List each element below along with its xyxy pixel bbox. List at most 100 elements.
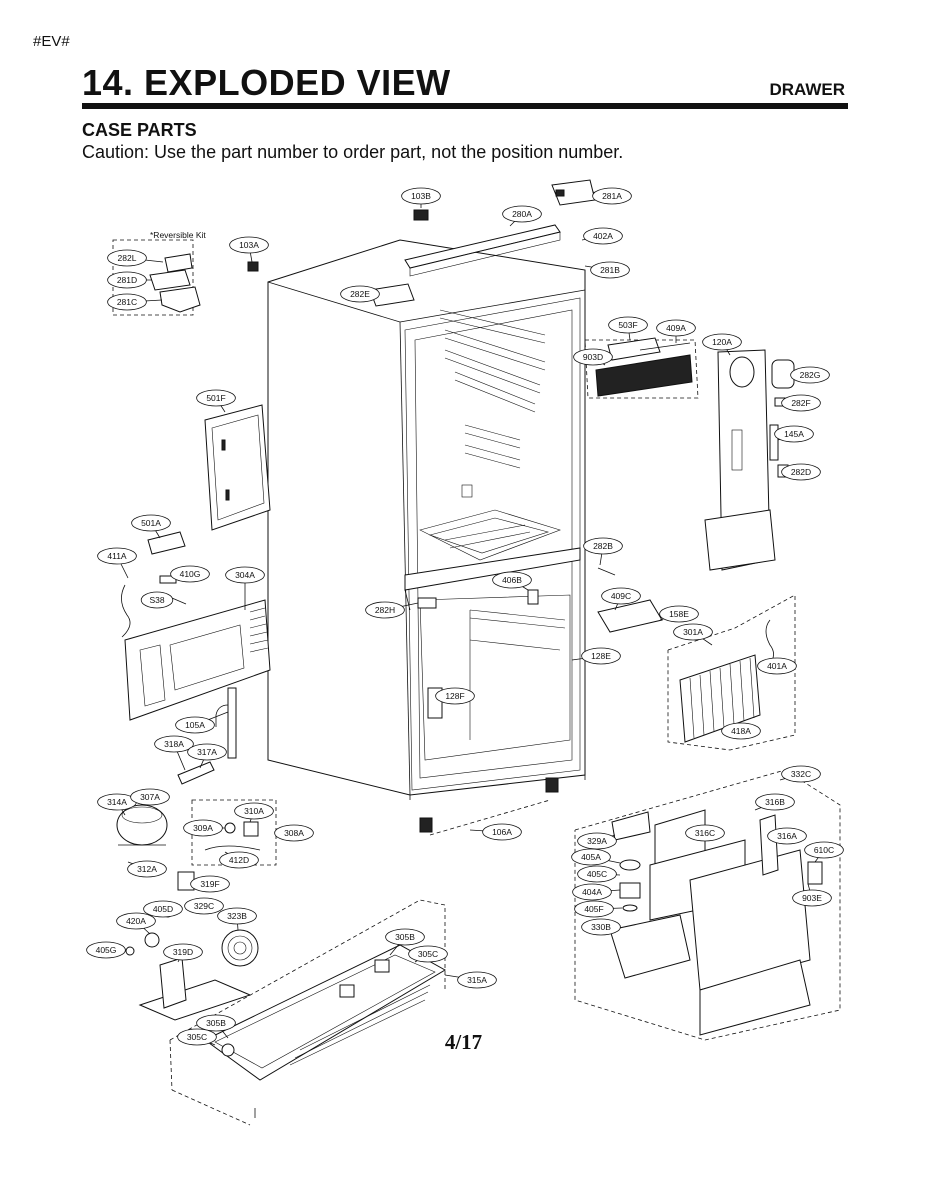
part-number-label: 319D	[173, 947, 193, 957]
part-number-label: 503F	[618, 320, 637, 330]
part-number-label: 301A	[683, 627, 703, 637]
part-bubble	[804, 841, 844, 859]
part-bubble	[571, 848, 611, 866]
part-number-label: 317A	[197, 747, 217, 757]
part-number-label: 405C	[587, 869, 607, 879]
part-309a-drawing	[224, 822, 236, 834]
part-number-label: 105A	[185, 720, 205, 730]
part-bubble	[673, 623, 713, 641]
part-number-label: 309A	[193, 823, 213, 833]
part-bubble	[107, 293, 147, 311]
part-number-label: 420A	[126, 916, 146, 926]
part-number-label: 411A	[107, 551, 127, 561]
base-plate-outline	[169, 899, 446, 1041]
part-number-label: 314A	[107, 797, 127, 807]
part-bubble	[196, 1014, 236, 1032]
part-bubble	[601, 587, 641, 605]
part-bubble	[183, 819, 223, 837]
part-103a-drawing	[247, 261, 259, 272]
part-number-label: 305C	[418, 949, 438, 959]
part-120a-drawing	[704, 349, 776, 571]
page-number: 4/17	[444, 1030, 483, 1054]
part-number-label: 404A	[582, 887, 602, 897]
part-bubble	[572, 883, 612, 901]
part-number-label: 412D	[229, 855, 249, 865]
part-304a-drawing	[124, 599, 271, 721]
part-number-label: 282H	[375, 605, 395, 615]
part-310a-drawing	[243, 821, 259, 837]
part-number-label: 282L	[118, 253, 137, 263]
part-number-label: 318A	[164, 739, 184, 749]
part-bubble	[401, 187, 441, 205]
part-number-label: 145A	[784, 429, 804, 439]
part-number-label: 316B	[765, 797, 785, 807]
part-bubble	[592, 187, 632, 205]
part-bubble	[190, 875, 230, 893]
part-bubble	[781, 394, 821, 412]
part-503f-drawing	[584, 337, 699, 399]
part-bubble	[573, 348, 613, 366]
part-bubble	[774, 425, 814, 443]
part-bubble	[140, 591, 174, 609]
part-bubble	[659, 605, 699, 623]
part-bubble	[702, 333, 742, 351]
cabinet-drawing	[267, 239, 586, 800]
part-bubble	[143, 900, 183, 918]
part-bubble	[365, 601, 405, 619]
part-number-label: 316C	[695, 828, 715, 838]
part-number-label: 128F	[445, 691, 464, 701]
part-number-label: 281C	[117, 297, 137, 307]
part-number-label: 409C	[611, 591, 631, 601]
part-bubble	[154, 735, 194, 753]
part-number-label: 501F	[206, 393, 225, 403]
part-number-label: 315A	[467, 975, 487, 985]
part-number-label: 128E	[591, 651, 611, 661]
part-405g-drawing	[125, 946, 135, 956]
part-bubble	[608, 316, 648, 334]
part-bubble	[274, 824, 314, 842]
legs-106a-drawing	[419, 777, 559, 836]
part-number-label: 282F	[791, 398, 810, 408]
part-number-label: 282B	[593, 541, 613, 551]
part-number-label: 281D	[117, 275, 137, 285]
part-number-label: 308A	[284, 828, 304, 838]
part-bubble	[170, 565, 210, 583]
part-bubble	[792, 889, 832, 907]
part-bubble	[86, 941, 126, 959]
part-number-label: 316A	[777, 831, 797, 841]
part-409c-drawing	[597, 599, 663, 633]
part-number-label: 282D	[791, 467, 811, 477]
part-number-label: 402A	[593, 231, 613, 241]
evaporator-drawing	[667, 594, 796, 751]
part-bubble	[217, 907, 257, 925]
document-tag: #EV#	[33, 33, 70, 50]
part-number-label: 332C	[791, 769, 811, 779]
part-number-label: 305B	[395, 932, 415, 942]
part-501f-drawing	[204, 404, 271, 531]
part-number-label: 401A	[767, 661, 787, 671]
part-number-label: 319F	[200, 879, 219, 889]
part-bubble	[457, 971, 497, 989]
part-bubble	[721, 722, 761, 740]
caution-note: Caution: Use the part number to order pa…	[82, 142, 624, 162]
part-number-label: 305B	[206, 1018, 226, 1028]
base-plate-drawing	[204, 944, 447, 1081]
part-bubble	[583, 227, 623, 245]
part-bubble	[234, 802, 274, 820]
part-bubble	[581, 918, 621, 936]
top-rail-drawing	[404, 224, 561, 277]
part-bubble	[187, 743, 227, 761]
compressor-drawing	[116, 804, 168, 846]
subtitle: CASE PARTS	[82, 120, 197, 140]
part-bubble	[590, 261, 630, 279]
part-number-label: 120A	[712, 337, 732, 347]
part-bubble	[656, 319, 696, 337]
part-number-label: 410G	[180, 569, 201, 579]
part-number-label: 903D	[583, 352, 603, 362]
part-bubble	[97, 547, 137, 565]
part-number-label: 406B	[502, 575, 522, 585]
part-282e-drawing	[369, 283, 415, 307]
part-number-label: 281A	[602, 191, 622, 201]
